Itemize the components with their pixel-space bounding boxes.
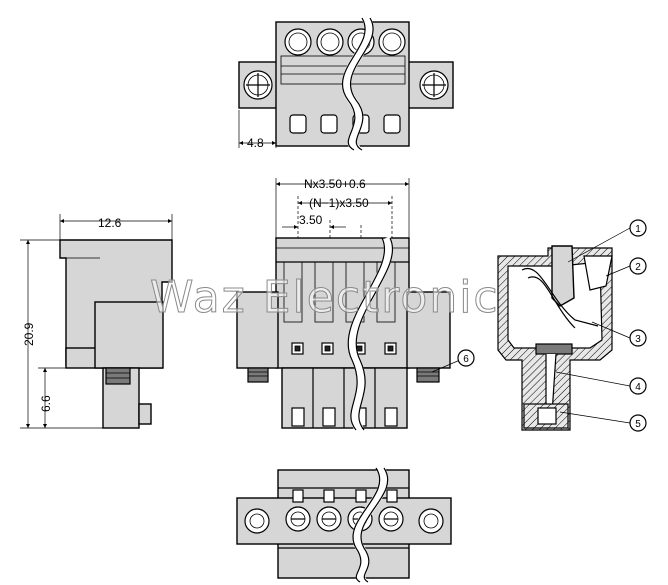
watermark: Waz Electronic — [150, 272, 500, 323]
dim-top-offset: 4.8 — [247, 136, 264, 150]
dim-pitch: 3.50 — [299, 213, 323, 227]
wire-entry-holes — [284, 28, 406, 56]
side-view: 12.6 20.9 6.6 — [20, 214, 173, 429]
callout-3: 3 — [635, 334, 641, 345]
top-view: 4.8 — [238, 15, 454, 154]
flange-bolt-icon — [247, 367, 269, 383]
callout-2: 2 — [635, 262, 641, 273]
callouts: 1 2 3 4 5 6 — [431, 219, 647, 432]
bottom-view — [236, 465, 452, 585]
dim-depth: 12.6 — [98, 216, 122, 230]
dim-pitch-total: (N−1)x3.50 — [309, 196, 369, 210]
dim-height: 20.9 — [22, 322, 36, 346]
callout-1: 1 — [635, 224, 641, 235]
callout-4: 4 — [635, 382, 641, 393]
dim-overall-width: Nx3.50+0.6 — [304, 177, 366, 191]
flange-hole-icon — [418, 508, 444, 534]
front-view: Nx3.50+0.6 (N−1)x3.50 3.50 — [236, 177, 451, 433]
test-points — [291, 342, 397, 355]
callout-6: 6 — [463, 354, 469, 365]
section-view — [497, 245, 613, 431]
side-bolt-icon — [105, 367, 131, 385]
dim-pin-length: 6.6 — [39, 395, 53, 412]
callout-5: 5 — [635, 419, 641, 430]
flange-hole-icon — [244, 508, 270, 534]
